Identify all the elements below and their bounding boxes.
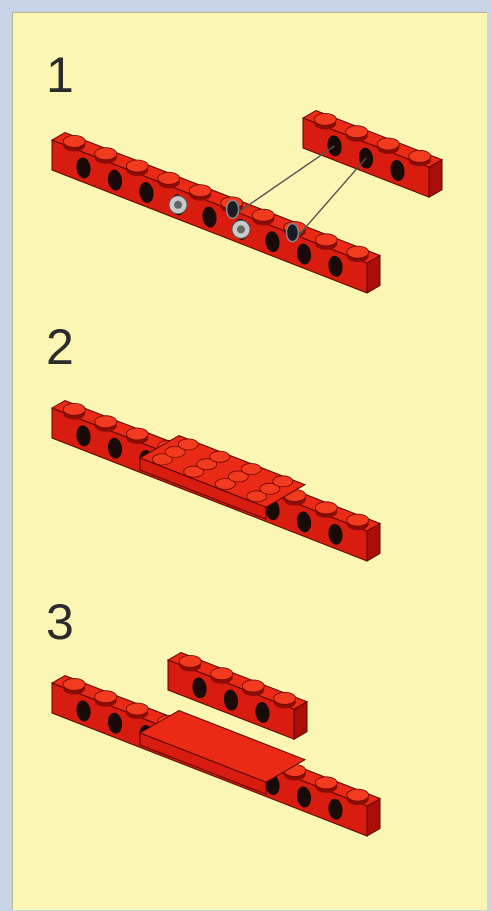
- step1-pin-b: [286, 224, 298, 242]
- step1-long-beam-stud: [95, 148, 117, 160]
- step1-long-beam-stud: [315, 234, 337, 246]
- step1-bushing-left-core: [174, 201, 182, 209]
- step3-long-beam-stud: [315, 777, 337, 789]
- step3-top-beam-stud: [242, 680, 264, 692]
- step1-long-beam-stud: [347, 246, 369, 258]
- step1-pin-a: [227, 200, 239, 218]
- step2-long-beam-stud: [126, 428, 148, 440]
- step2-long-beam-stud: [63, 403, 85, 415]
- step1-short-beam-stud: [346, 126, 368, 138]
- step3-top-beam-stud: [179, 655, 201, 667]
- step1-bushing-right-core: [237, 225, 245, 233]
- step3-top-beam-stud: [211, 668, 233, 680]
- step2-plate-stud: [210, 451, 230, 462]
- step3-long-beam-stud: [126, 703, 148, 715]
- step2-long-beam-stud: [95, 416, 117, 428]
- step3-top-beam-stud: [274, 692, 296, 704]
- step1-long-beam-stud: [189, 185, 211, 197]
- step1-guide-line-a: [239, 146, 335, 212]
- step1-short-beam-stud: [409, 150, 431, 162]
- step1-long-beam-stud: [63, 135, 85, 147]
- step3-long-beam-stud: [63, 678, 85, 690]
- step1-long-beam-stud: [126, 160, 148, 172]
- step1-guide-line-b: [299, 158, 366, 235]
- step1-long-beam-stud: [252, 209, 274, 221]
- step2-plate-stud: [178, 439, 198, 450]
- step2-plate-stud: [241, 464, 261, 475]
- step2-plate-stud: [273, 476, 293, 487]
- step3-long-beam-stud: [95, 691, 117, 703]
- step3-long-beam-stud: [347, 789, 369, 801]
- step1-long-beam-stud: [158, 172, 180, 184]
- step1-short-beam-stud: [314, 113, 336, 125]
- step2-long-beam-stud: [347, 514, 369, 526]
- step1-short-beam-stud: [377, 138, 399, 150]
- step2-long-beam-stud: [315, 502, 337, 514]
